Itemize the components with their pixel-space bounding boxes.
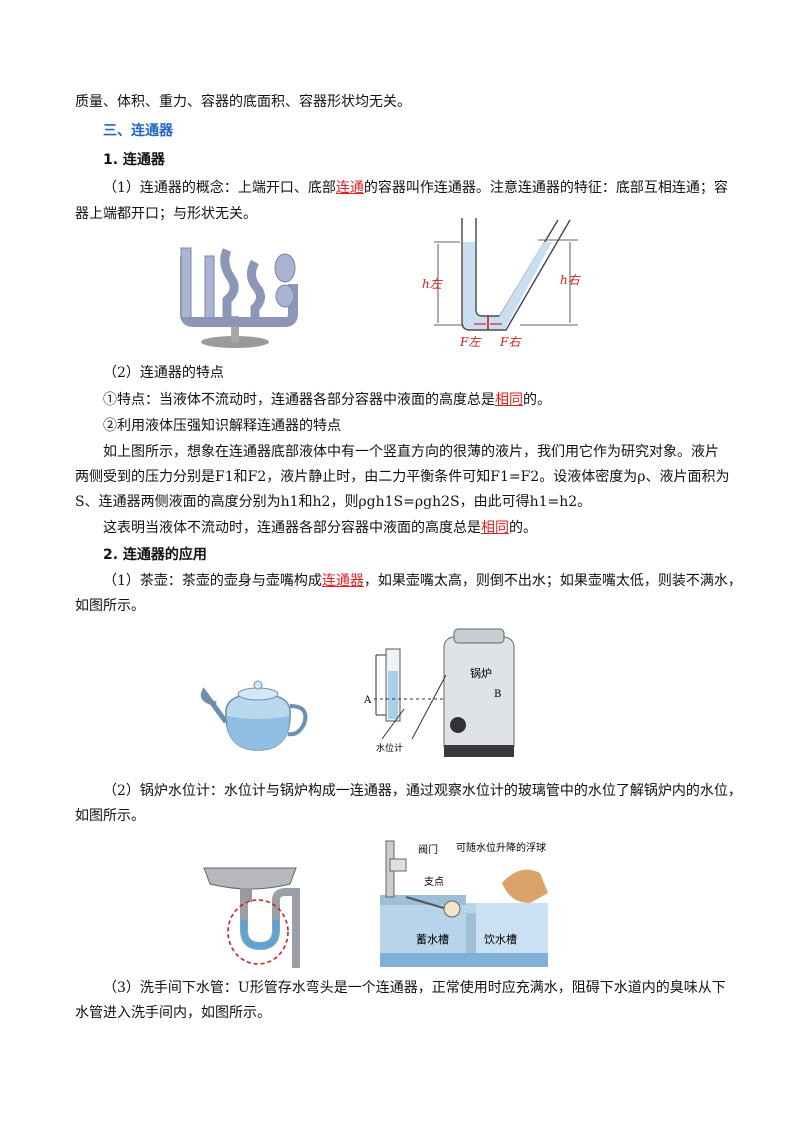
paragraph-conclusion: 这表明当液体不流动时，连通器各部分容器中液面的高度总是相同的。 [103, 520, 537, 536]
paragraph-explanation-3: S、连通器两侧液面的高度分别为h1和h2，则ρgh1S=ρgh2S，由此可得h1… [75, 494, 592, 510]
paragraph-explanation-1: 如上图所示，想象在连通器底部液体中有一个竖直方向的很薄的液片，我们用它作为研究对… [103, 444, 719, 460]
paragraph-feature-1: ①特点：当液体不流动时，连通器各部分容器中液面的高度总是相同的。 [103, 392, 551, 408]
boiler-water-gauge-figure: 锅炉 A B 水位计 [363, 628, 515, 757]
paragraph-boiler-cont: 如图所示。 [75, 808, 145, 824]
paragraph-definition-cont: 器上端都开口；与形状无关。 [75, 206, 257, 222]
point-b-label: B [494, 689, 501, 700]
storage-trough-label: 蓄水槽 [416, 933, 449, 946]
section-heading: 三、连通器 [103, 123, 173, 139]
answer-blank: 连通 [335, 180, 364, 196]
drinking-trough-label: 饮水槽 [484, 933, 517, 946]
h-left-label: h左 [422, 277, 444, 291]
paragraph-teapot: （1）茶壶：茶壶的壶身与壶嘴构成连通器，如果壶嘴太高，则倒不出水；如果壶嘴太低，… [103, 573, 742, 589]
paragraph-continuation: 质量、体积、重力、容器的底面积、容器形状均无关。 [75, 94, 411, 110]
subsection-heading-1: 1. 连通器 [103, 152, 165, 168]
paragraph-explanation-2: 两侧受到的压力分别是F1和F2，液片静止时，由二力平衡条件可知F1=F2。设液体… [75, 469, 730, 485]
teapot-figure [200, 680, 308, 751]
paragraph-drain: （3）洗手间下水管：U形管存水弯头是一个连通器，正常使用时应充满水，阻碍下水道内… [103, 980, 726, 996]
subsection-heading-2: 2. 连通器的应用 [103, 547, 207, 563]
fulcrum-label: 支点 [424, 876, 444, 888]
paragraph-features-title: （2）连通器的特点 [103, 365, 224, 381]
boiler-label: 锅炉 [470, 667, 492, 680]
paragraph-teapot-cont: 如图所示。 [75, 598, 145, 614]
valve-label: 阀门 [418, 843, 438, 856]
f-left-label: F左 [459, 335, 482, 349]
answer-blank: 相同 [481, 520, 509, 536]
paragraph-drain-cont: 水管进入洗手间内，如图所示。 [75, 1005, 271, 1021]
u-tube-pressure-figure: h左 h右 F左 F右 [422, 218, 582, 349]
connected-vessels-figure [180, 247, 298, 348]
answer-blank: 连通器 [321, 573, 364, 589]
float-ball-label: 可随水位升降的浮球 [456, 841, 546, 854]
water-trough-figure: 阀门 可随水位升降的浮球 支点 蓄水槽 饮水槽 [380, 840, 548, 967]
paragraph-feature-2: ②利用液体压强知识解释连通器的特点 [103, 418, 341, 434]
answer-blank: 相同 [495, 392, 523, 408]
paragraph-definition: （1）连通器的概念：上端开口、底部连通的容器叫作连通器。注意连通器的特征：底部互… [103, 180, 728, 196]
f-right-label: F右 [499, 335, 522, 349]
water-gauge-label: 水位计 [376, 742, 403, 754]
paragraph-boiler: （2）锅炉水位计：水位计与锅炉构成一连通器，通过观察水位计的玻璃管中的水位了解锅… [103, 783, 742, 799]
point-a-label: A [363, 695, 372, 706]
h-right-label: h右 [560, 273, 582, 287]
sink-trap-figure [203, 867, 300, 968]
